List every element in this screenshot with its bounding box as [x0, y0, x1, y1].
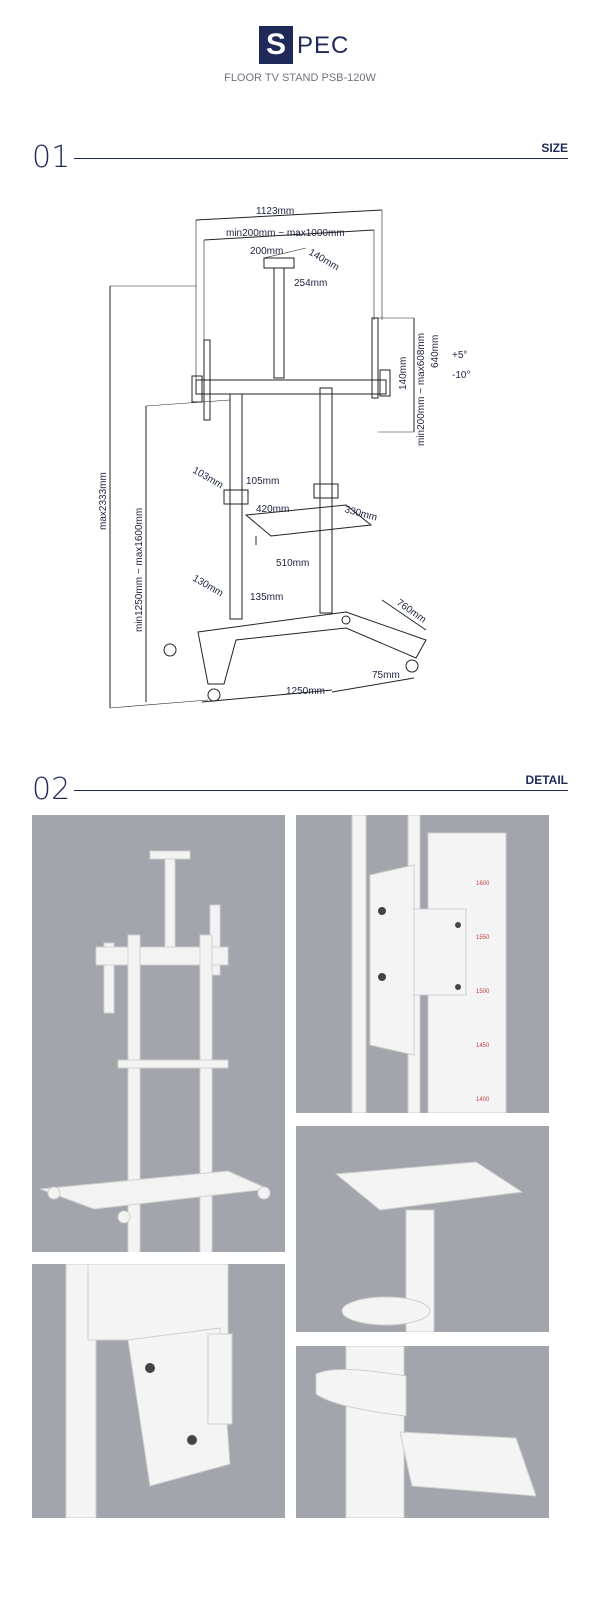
ruler-marks: 1600 1550 1500 1450 1400	[476, 857, 489, 1113]
section-number: 01	[32, 140, 71, 175]
tilt-labels: +5° -10°	[452, 346, 470, 386]
tilt-down-label: -10°	[452, 370, 471, 381]
tilt-up-label: +5°	[452, 350, 468, 361]
dim-total-width: 1123mm	[256, 206, 294, 217]
photo-shelf	[296, 1126, 549, 1332]
dim-bracket-h: 140mm	[398, 357, 409, 390]
section-divider	[74, 790, 568, 791]
dim-height-total: max2333mm	[98, 472, 109, 530]
dim-base-width: 1250mm	[286, 686, 325, 697]
dim-column-w: 103mm	[191, 465, 225, 491]
photo-full-stand	[32, 815, 285, 1252]
section-number: 02	[32, 772, 71, 807]
dim-lower-w: 130mm	[191, 573, 225, 599]
dim-vesa-range: min200mm ~ max1000mm	[226, 228, 345, 239]
section-label: SIZE	[541, 141, 568, 155]
dim-bracket-len: 640mm	[430, 335, 441, 368]
ruler-mark: 1500	[476, 989, 490, 995]
ruler-mark: 1450	[476, 1043, 490, 1049]
section-detail-heading: 02 DETAIL	[32, 772, 568, 807]
photo-bracket-ruler: 1600 1550 1500 1450 1400	[296, 815, 549, 1113]
dim-lower-d: 135mm	[250, 592, 283, 603]
bracket-closeup-illustration	[65, 1264, 233, 1518]
dim-top-plate-w: 200mm	[250, 246, 283, 257]
photo-column-clamp	[296, 1346, 549, 1518]
dim-base-edge: 75mm	[372, 670, 400, 681]
spec-header: S PEC FLOOR TV STAND PSB-120W	[0, 26, 600, 86]
ruler-mark: 1550	[476, 935, 490, 941]
section-divider	[74, 158, 568, 159]
section-label: DETAIL	[525, 773, 568, 787]
dim-top-plate-h: 254mm	[294, 278, 327, 289]
dim-column-d: 105mm	[246, 476, 279, 487]
photo-bracket-closeup	[32, 1264, 285, 1518]
size-diagram-drawing: 1123mm min200mm ~ max1000mm 200mm 140mm …	[98, 206, 441, 709]
product-subtitle: FLOOR TV STAND PSB-120W	[224, 72, 376, 84]
dim-shelf-d: 330mm	[343, 504, 378, 523]
dim-shelf-w: 420mm	[256, 504, 289, 515]
shelf-illustration	[334, 1161, 524, 1332]
dim-height-adjust: min1250mm ~ max1600mm	[134, 508, 145, 632]
ruler-mark: 1400	[476, 1097, 490, 1103]
stand-illustration	[39, 850, 271, 1252]
size-diagram: 1123mm min200mm ~ max1000mm 200mm 140mm …	[96, 200, 466, 720]
bracket-illustration	[351, 815, 507, 1113]
clamp-illustration	[315, 1346, 537, 1518]
ruler-mark: 1600	[476, 881, 490, 887]
dim-top-plate-d: 140mm	[307, 247, 341, 273]
section-size-heading: 01 SIZE	[32, 140, 568, 175]
spec-logo-letter: S	[259, 26, 293, 64]
dim-shelf-span: 510mm	[276, 558, 309, 569]
spec-logo-text: PEC	[297, 32, 350, 59]
dim-bracket-vesa: min200mm ~ max608mm	[416, 333, 427, 446]
